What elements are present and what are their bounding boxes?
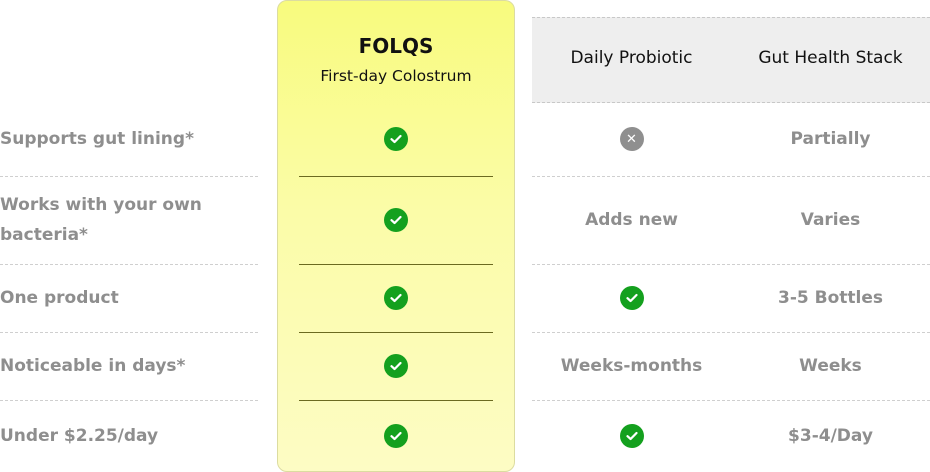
row-divider xyxy=(299,332,493,333)
cell-text: Weeks xyxy=(799,356,862,376)
cell xyxy=(277,400,515,472)
cell-text: $3-4/Day xyxy=(788,426,873,446)
brand-name: FOLQS xyxy=(358,34,434,58)
check-icon xyxy=(384,286,408,310)
row-label: Noticeable in days* xyxy=(0,356,186,376)
folqs-highlight-column xyxy=(277,0,515,472)
check-icon xyxy=(619,286,644,310)
row-divider xyxy=(299,176,493,177)
row-label: One product xyxy=(0,288,119,308)
row-divider xyxy=(532,332,930,333)
cell xyxy=(277,264,515,332)
cross-icon: ✕ xyxy=(619,127,644,151)
table-row: Works with your own bacteria* Adds new Var… xyxy=(0,176,930,264)
row-divider xyxy=(299,264,493,265)
cell xyxy=(532,264,731,332)
cell-text: Weeks-months xyxy=(560,356,703,376)
row-label: Supports gut lining* xyxy=(0,129,194,149)
cell-text: Partially xyxy=(790,129,871,149)
column-header-gut-health-stack: Gut Health Stack xyxy=(758,48,903,68)
cell-text: Varies xyxy=(800,210,861,230)
column-header-daily-probiotic: Daily Probiotic xyxy=(570,48,693,68)
row-divider xyxy=(532,264,930,265)
competitor-header xyxy=(532,17,930,103)
cell-text: Adds new xyxy=(585,210,678,230)
check-icon xyxy=(384,354,408,378)
row-divider xyxy=(532,400,930,401)
table-row: Noticeable in days* Weeks-months Weeks xyxy=(0,332,930,400)
table-row: Supports gut lining* ✕ Partially xyxy=(0,102,930,176)
row-divider xyxy=(0,400,258,401)
cell xyxy=(532,400,731,472)
row-label: Under $2.25/day xyxy=(0,426,159,446)
table-row: One product 3-5 Bottles xyxy=(0,264,930,332)
check-icon xyxy=(619,424,644,448)
cell: ✕ xyxy=(532,102,731,176)
check-icon xyxy=(384,424,408,448)
cell-text: 3-5 Bottles xyxy=(778,288,883,308)
row-divider xyxy=(299,400,493,401)
check-icon xyxy=(384,208,408,232)
row-divider xyxy=(0,176,258,177)
row-divider xyxy=(0,264,258,265)
table-row: Under $2.25/day $3-4/Day xyxy=(0,400,930,472)
row-divider xyxy=(532,176,930,177)
cell xyxy=(277,102,515,176)
check-icon xyxy=(384,127,408,151)
brand-subtitle: First-day Colostrum xyxy=(320,67,472,85)
row-label: Works with your own bacteria* xyxy=(0,195,202,245)
cell xyxy=(277,176,515,264)
row-divider xyxy=(0,332,258,333)
cell xyxy=(277,332,515,400)
